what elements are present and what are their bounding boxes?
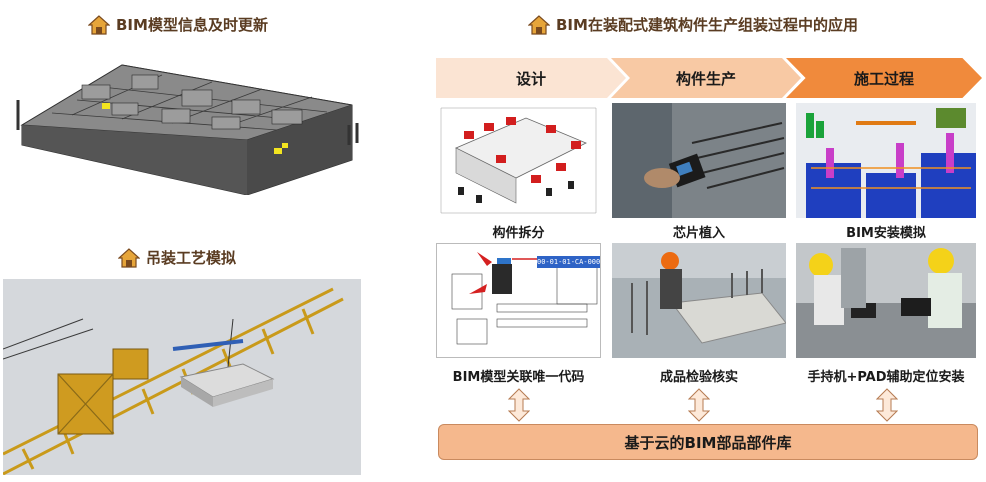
bim-model-update-title-text: BIM模型信息及时更新 [116,16,268,34]
chip-implant-photo [612,103,786,218]
product-inspection-photo [612,243,786,358]
caption-handheld-pad-install: 手持机+PAD辅助定位安装 [807,370,965,385]
bim-application-title: BIM在装配式建筑构件生产组装过程中的应用 [528,14,858,35]
house-icon [118,247,140,268]
handheld-pad-install-photo [796,243,976,358]
bim-code-drawing: 00-01-01-CA-0001-01 [436,243,601,358]
caption-bim-unique-code: BIM模型关联唯一代码 [452,370,585,385]
bim-3d-model-image [12,45,367,195]
double-arrow-icon [688,388,710,422]
bim-install-simulation-image [796,103,976,218]
double-arrow-icon [876,388,898,422]
double-arrow-icon [508,388,530,422]
house-icon [528,14,550,35]
drawing-code-label: 00-01-01-CA-0001-01 [537,256,601,268]
stage-design: 设计 [436,58,626,98]
stage-design-label: 设计 [515,69,546,88]
bim-model-update-title: BIM模型信息及时更新 [88,14,268,35]
bim-application-title-text: BIM在装配式建筑构件生产组装过程中的应用 [556,16,858,34]
hoisting-simulation-title: 吊装工艺模拟 [118,247,236,268]
cloud-bim-library-label: 基于云的BIM部品部件库 [624,433,792,452]
stage-construction-label: 施工过程 [853,69,914,88]
caption-component-split: 构件拆分 [492,226,545,241]
stage-component-production: 构件生产 [611,58,801,98]
hoisting-simulation-title-text: 吊装工艺模拟 [146,249,237,267]
stage-component-production-label: 构件生产 [675,69,736,88]
stage-construction: 施工过程 [786,58,982,98]
caption-product-inspection: 成品检验核实 [659,370,738,385]
caption-chip-implant: 芯片植入 [672,226,725,241]
component-split-drawing [436,103,601,218]
caption-bim-install-simulation: BIM安装模拟 [846,226,926,241]
house-icon [88,14,110,35]
cloud-bim-library-bar: 基于云的BIM部品部件库 [438,424,978,460]
crane-hoisting-photo [3,279,361,475]
